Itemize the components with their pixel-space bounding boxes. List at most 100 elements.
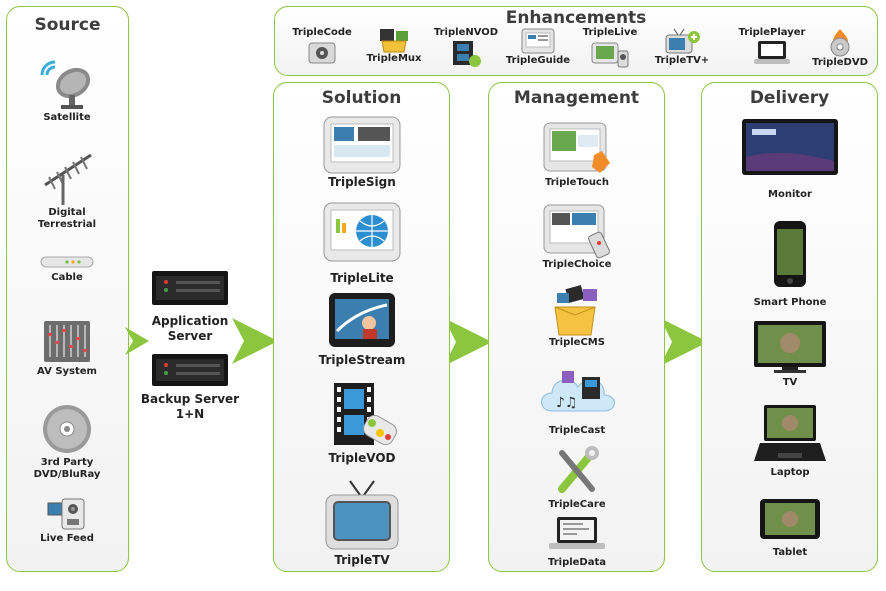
source-cable-label: Cable [51, 272, 83, 283]
sol-tripletv-label: TripleTV [334, 553, 390, 567]
application-server: Application Server [130, 268, 250, 344]
enhancements-panel: Enhancements TripleCode TripleMux Triple… [274, 6, 878, 76]
tablet-icon [760, 499, 820, 539]
tv-icon [754, 321, 826, 373]
guide-screen-icon [521, 28, 555, 54]
content-box-icon [554, 285, 597, 336]
enh-tripledvd: TripleDVD [795, 27, 885, 69]
del-monitor: Monitor [730, 117, 850, 201]
management-title: Management [513, 88, 640, 108]
backup-server-label-2: 1+N [175, 407, 205, 421]
del-laptop: Laptop [730, 403, 850, 479]
backup-server: Backup Server 1+N [130, 352, 250, 422]
server-icon [152, 271, 228, 305]
mgmt-tripletouch: TripleTouch [517, 121, 637, 189]
sol-triplestream-label: TripleStream [318, 353, 406, 367]
source-dvd: 3rd Party DVD/BluRay [7, 403, 127, 481]
box-icon [380, 29, 408, 53]
source-terrestrial-label-2: Terrestrial [37, 219, 97, 230]
enh-tripleguide-label: TripleGuide [505, 55, 571, 66]
tools-icon [558, 446, 599, 493]
laptop-data-icon [549, 517, 605, 549]
sol-triplevod-label: TripleVOD [328, 451, 396, 465]
source-panel: Source Satellite Digital Terrestrial [6, 6, 129, 572]
arrow-server-to-solution-icon [232, 318, 278, 364]
enh-triplecode-label: TripleCode [292, 27, 352, 38]
film-stack-icon [453, 41, 481, 67]
disc-icon [43, 405, 91, 453]
enhancements-title: Enhancements [505, 8, 647, 28]
code-gear-icon [308, 42, 336, 64]
source-av-system: AV System [7, 319, 127, 378]
film-reel-icon [334, 383, 397, 446]
source-live-feed: Live Feed [7, 497, 127, 545]
mgmt-triplecast: ♪♫ TripleCast [517, 367, 637, 437]
retro-tv-icon [325, 480, 399, 550]
source-dvd-label-1: 3rd Party [40, 457, 94, 468]
del-smartphone-label: Smart Phone [753, 297, 827, 308]
arrow-source-to-server-icon [125, 327, 149, 355]
touchscreen-icon [543, 122, 610, 173]
source-av-system-label: AV System [37, 366, 97, 377]
mixing-console-icon [44, 321, 90, 362]
svg-text:♪♫: ♪♫ [556, 395, 578, 411]
mgmt-triplecast-label: TripleCast [548, 425, 606, 436]
delivery-title: Delivery [749, 88, 830, 108]
del-smartphone: Smart Phone [730, 219, 850, 309]
enh-triplelive: TripleLive [565, 27, 655, 69]
antenna-icon [44, 153, 92, 205]
source-cable: Cable [7, 254, 127, 284]
globe-screen-icon [323, 202, 401, 262]
mgmt-tripledata-label: TripleData [547, 557, 607, 568]
sol-tripletv: TripleTV [302, 479, 422, 568]
del-tv: TV [730, 319, 850, 389]
mgmt-triplechoice-label: TripleChoice [542, 259, 612, 270]
streaming-tablet-icon [329, 293, 395, 347]
sol-triplesign: TripleSign [302, 115, 422, 190]
del-tablet-label: Tablet [772, 547, 808, 558]
del-laptop-label: Laptop [770, 467, 810, 478]
mgmt-triplecms: TripleCMS [517, 285, 637, 349]
arrow-management-to-delivery-icon [660, 318, 708, 366]
sol-triplelite: TripleLite [302, 201, 422, 286]
mgmt-tripletouch-label: TripleTouch [545, 177, 609, 188]
laptop-player-icon [754, 41, 790, 64]
enh-triplecode: TripleCode [277, 27, 367, 67]
enh-tripleplayer-label: TriplePlayer [738, 27, 806, 38]
application-server-label-1: Application [151, 314, 229, 328]
enh-tripletvplus: TripleTV+ [637, 27, 727, 67]
cable-box-icon [40, 256, 94, 268]
tv-plus-icon [665, 28, 700, 54]
application-server-label-2: Server [167, 329, 213, 343]
smartphone-icon [774, 221, 806, 287]
source-satellite: Satellite [7, 57, 127, 124]
source-satellite-label: Satellite [43, 112, 91, 123]
laptop-icon [754, 405, 826, 461]
source-terrestrial-label-1: Digital [48, 207, 86, 218]
del-tv-label: TV [782, 377, 798, 388]
cloud-icon: ♪♫ [541, 371, 615, 412]
server-icon [152, 354, 228, 386]
enh-triplelive-label: TripleLive [582, 27, 638, 38]
enh-tripleguide: TripleGuide [493, 27, 583, 67]
satellite-dish-icon [40, 60, 91, 109]
signage-screen-icon [323, 116, 401, 174]
enh-triplenvod-label: TripleNVOD [433, 27, 499, 38]
dvd-flame-icon [830, 29, 850, 57]
enh-tripledvd-label: TripleDVD [812, 57, 868, 68]
source-title: Source [34, 15, 101, 35]
del-monitor-label: Monitor [768, 189, 812, 200]
camcorder-icon [47, 498, 85, 530]
sol-triplevod: TripleVOD [302, 381, 422, 466]
live-camera-icon [591, 42, 629, 68]
delivery-panel: Delivery Monitor Smart Phone TV [701, 82, 878, 572]
monitor-icon [742, 119, 838, 175]
mgmt-tripledata: TripleData [517, 515, 637, 569]
source-live-feed-label: Live Feed [40, 533, 94, 544]
sol-triplestream: TripleStream [302, 291, 422, 368]
remote-screen-icon [543, 204, 610, 259]
enh-triplenvod: TripleNVOD [421, 27, 511, 69]
enh-triplemux-label: TripleMux [366, 53, 422, 64]
enh-triplemux: TripleMux [349, 27, 439, 65]
mgmt-triplechoice: TripleChoice [517, 203, 637, 271]
